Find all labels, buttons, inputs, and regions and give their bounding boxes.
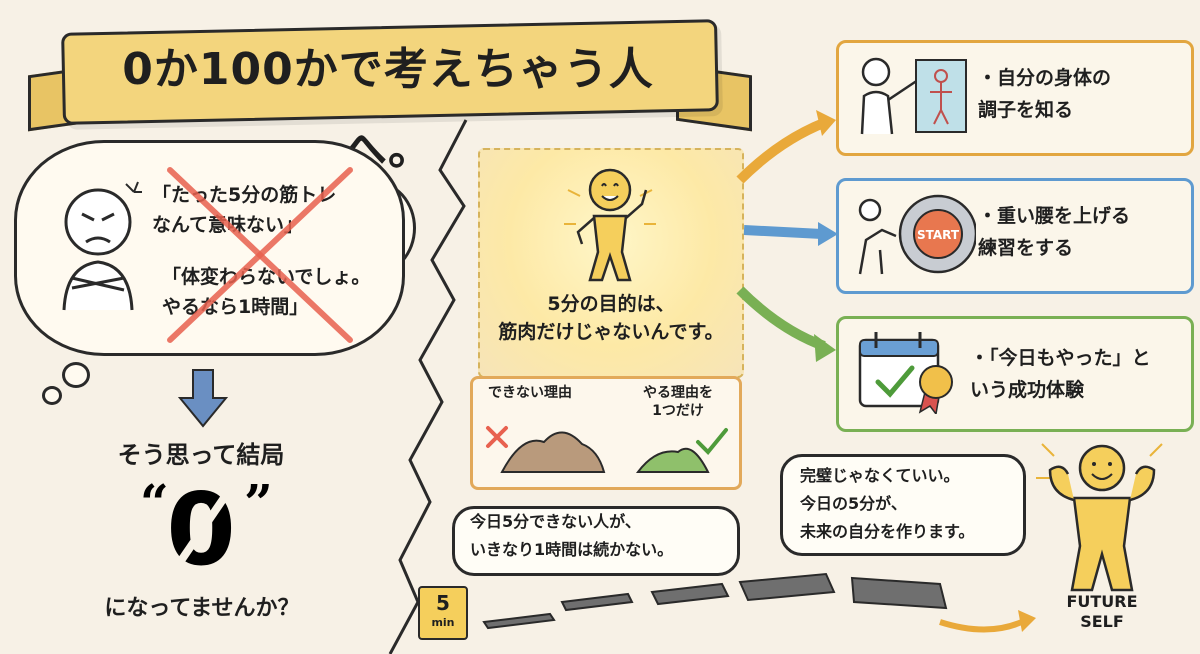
step-path xyxy=(482,572,1036,633)
future-self-label: FUTURE SELF xyxy=(1066,592,1138,631)
speech-bubble-right xyxy=(780,454,1026,556)
happy-person-icon xyxy=(564,168,656,282)
conclusion-line2: になってませんか？ xyxy=(104,596,300,621)
reason-do-label: やる理由を 1つだけ xyxy=(643,385,713,419)
x-mark-icon xyxy=(486,426,508,448)
timer-unit: min xyxy=(431,616,455,629)
grumpy-person-icon xyxy=(62,181,142,311)
page-title: 0か100かで考えちゃう人へ。 xyxy=(122,44,654,175)
zero-number: 0 xyxy=(166,472,236,572)
reason-pile-icon xyxy=(635,447,710,473)
calendar-medal-icon xyxy=(858,332,953,414)
five-min-box: 5 min xyxy=(418,586,468,640)
cross-out-icon xyxy=(167,167,353,343)
timer-number: 5 xyxy=(436,591,450,615)
benefit-text-body: ・自分の身体の 調子を知る xyxy=(978,67,1112,121)
zero-emphasis: “ ” 0 xyxy=(140,472,273,572)
start-gear-label: START xyxy=(917,228,960,242)
close-quote-icon: ” xyxy=(244,473,273,532)
arrow-down-icon xyxy=(178,369,228,428)
bubble-left-text: 今日5分できない人が、 いきなり1時間は続かない。 xyxy=(470,512,674,559)
strong-person-icon xyxy=(1036,443,1163,592)
reason-cannot-label: できない理由 xyxy=(488,385,572,401)
start-gear-icon: START xyxy=(858,194,976,275)
jagged-divider xyxy=(388,119,468,654)
thought-dot xyxy=(62,362,90,388)
benefit-text-start: ・重い腰を上げる 練習をする xyxy=(978,205,1131,259)
benefit-card-body xyxy=(836,40,1194,156)
benefit-arrows xyxy=(736,110,838,362)
speech-bubble-left xyxy=(452,506,740,576)
reasons-illustration xyxy=(486,426,728,473)
bubble-right-text: 完璧じゃなくていい。 今日の5分が、 未来の自分を作ります。 xyxy=(800,466,975,541)
check-icon xyxy=(696,428,728,455)
benefit-text-success: ・「今日もやった」と いう成功体験 xyxy=(970,347,1151,401)
open-quote-icon: “ xyxy=(140,473,169,532)
thought-dot xyxy=(42,386,62,405)
body-check-icon xyxy=(860,57,967,135)
purpose-text: 5分の目的は、 筋肉だけじゃないんです。 xyxy=(498,293,724,343)
excuses-pile-icon xyxy=(500,431,606,473)
conclusion-line1: そう思って結局 xyxy=(117,441,285,469)
